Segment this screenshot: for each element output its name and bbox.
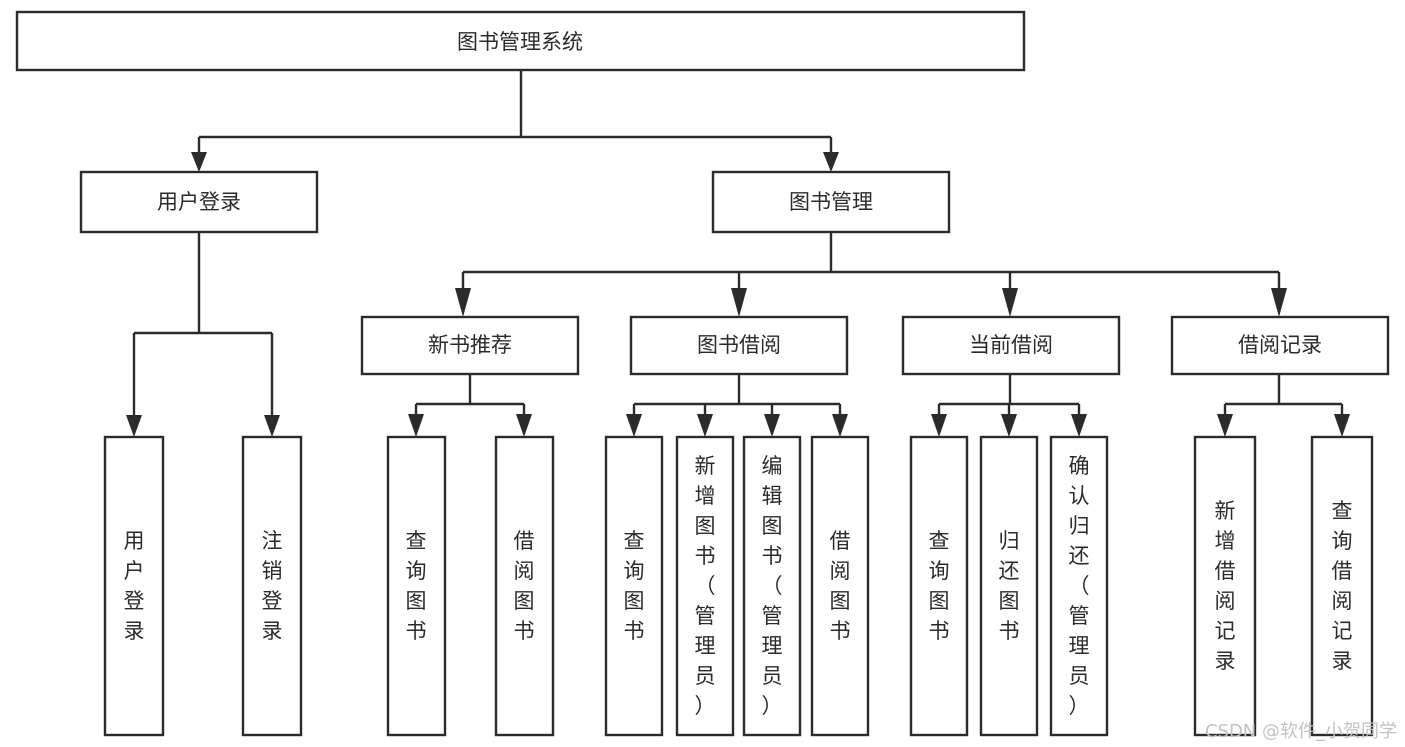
node-root[interactable]: 图书管理系统 — [15, 10, 1026, 72]
node-book-admin[interactable]: 图书管理 — [711, 170, 951, 234]
node-borrow-record-label: 借阅记录 — [1238, 333, 1322, 357]
connector-book-admin-trunk — [461, 232, 1281, 291]
arrowhead-to-leaf-add-record — [1217, 414, 1233, 437]
node-leaf-edit-book[interactable]: 编辑图书（管理员） — [742, 435, 802, 737]
node-leaf-add-record[interactable]: 新增借阅记录 — [1193, 435, 1257, 737]
connectors-layer — [126, 70, 1350, 437]
arrowhead-to-leaf-return-book — [1001, 414, 1017, 437]
connector-new-book-rec-trunk — [414, 374, 526, 418]
node-leaf-add-record-label: 新增借阅记录 — [1215, 499, 1236, 673]
node-book-borrow[interactable]: 图书借阅 — [629, 315, 849, 376]
node-leaf-user-login-label: 用户登录 — [124, 529, 145, 643]
arrowhead-to-leaf-confirm-return — [1071, 414, 1087, 437]
node-leaf-confirm-return-label: 确认归还（管理员） — [1069, 454, 1090, 718]
node-book-admin-label: 图书管理 — [789, 190, 873, 214]
arrowhead-to-current-borrow — [1002, 288, 1018, 317]
node-leaf-user-logout-label: 注销登录 — [262, 529, 283, 643]
arrowhead-to-book-admin — [823, 152, 839, 172]
arrowhead-to-leaf-edit-book — [764, 414, 780, 437]
node-root-label: 图书管理系统 — [457, 30, 583, 54]
arrowhead-to-leaf-user-logout — [264, 415, 280, 437]
node-leaf-borrow-book-2[interactable]: 借阅图书 — [810, 435, 870, 737]
node-leaf-add-book-label: 新增图书（管理员） — [695, 454, 716, 718]
node-leaf-return-book[interactable]: 归还图书 — [979, 435, 1039, 737]
arrowhead-to-leaf-borrow-book-2 — [832, 414, 848, 437]
node-book-borrow-label: 图书借阅 — [697, 333, 781, 357]
node-leaf-return-book-label: 归还图书 — [999, 529, 1020, 643]
node-user-login-label: 用户登录 — [157, 190, 241, 214]
node-user-login[interactable]: 用户登录 — [79, 170, 319, 234]
node-new-book-rec-label: 新书推荐 — [428, 333, 512, 357]
node-leaf-user-login[interactable]: 用户登录 — [103, 435, 165, 737]
connector-borrow-record-trunk — [1223, 374, 1344, 418]
arrowhead-to-leaf-query-book-3 — [931, 414, 947, 437]
connector-current-borrow-trunk — [937, 374, 1081, 418]
node-leaf-query-book-1-label: 查询图书 — [406, 529, 427, 643]
connector-book-borrow-trunk — [632, 374, 842, 418]
connector-root-trunk — [197, 70, 833, 156]
node-leaf-query-book-2-label: 查询图书 — [624, 529, 645, 643]
node-leaf-query-book-3-label: 查询图书 — [929, 529, 950, 643]
node-leaf-query-record-label: 查询借阅记录 — [1332, 499, 1353, 673]
arrowhead-to-leaf-query-book-1 — [408, 414, 424, 437]
node-leaf-borrow-book-1-label: 借阅图书 — [514, 529, 535, 643]
node-borrow-record[interactable]: 借阅记录 — [1170, 315, 1390, 376]
arrowhead-to-new-book-rec — [455, 288, 471, 317]
node-leaf-edit-book-label: 编辑图书（管理员） — [762, 454, 783, 718]
arrowhead-to-book-borrow — [731, 288, 747, 317]
arrowhead-to-leaf-query-book-2 — [626, 414, 642, 437]
node-leaf-add-book[interactable]: 新增图书（管理员） — [675, 435, 735, 737]
arrowhead-to-user-login — [191, 152, 207, 172]
node-leaf-query-book-2[interactable]: 查询图书 — [604, 435, 664, 737]
csdn-watermark: CSDN @软件_小贺同学 — [1204, 721, 1397, 742]
connector-user-login-trunk — [132, 232, 274, 420]
node-leaf-confirm-return[interactable]: 确认归还（管理员） — [1049, 435, 1109, 737]
arrowhead-to-leaf-add-book — [697, 414, 713, 437]
node-leaf-query-book-1[interactable]: 查询图书 — [386, 435, 447, 737]
node-leaf-borrow-book-2-label: 借阅图书 — [830, 529, 851, 643]
node-leaf-query-record[interactable]: 查询借阅记录 — [1310, 435, 1374, 737]
arrowhead-to-borrow-record — [1271, 288, 1287, 317]
arrowhead-to-leaf-query-record — [1334, 414, 1350, 437]
node-leaf-query-book-3[interactable]: 查询图书 — [909, 435, 969, 737]
node-current-borrow[interactable]: 当前借阅 — [901, 315, 1121, 376]
arrowhead-to-leaf-user-login — [126, 415, 142, 437]
node-leaf-borrow-book-1[interactable]: 借阅图书 — [494, 435, 555, 737]
arrowhead-to-leaf-borrow-book-1 — [516, 414, 532, 437]
node-leaf-user-logout[interactable]: 注销登录 — [241, 435, 303, 737]
node-new-book-rec[interactable]: 新书推荐 — [360, 315, 580, 376]
node-current-borrow-label: 当前借阅 — [969, 333, 1053, 357]
